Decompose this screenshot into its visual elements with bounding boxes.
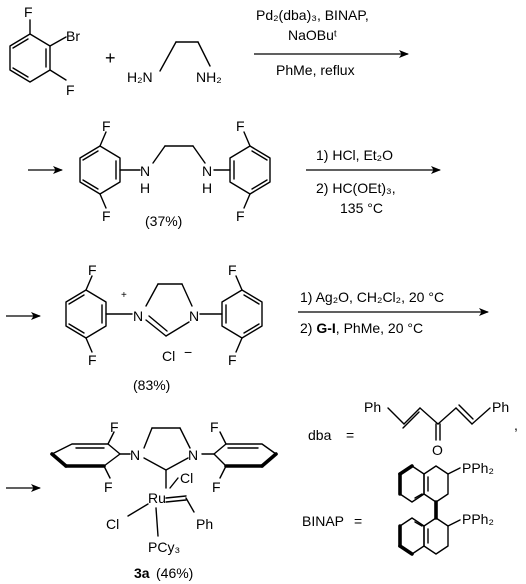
svg-text:PPh₂: PPh₂ xyxy=(462,460,494,476)
plus-sign: + xyxy=(105,48,116,68)
svg-text:H: H xyxy=(140,180,150,196)
svg-text:1) Ag₂O, CH₂Cl₂, 20 °C: 1) Ag₂O, CH₂Cl₂, 20 °C xyxy=(300,289,444,305)
fluorine-label: F xyxy=(24,4,33,20)
svg-text:F: F xyxy=(102,208,111,224)
svg-text:F: F xyxy=(88,262,97,278)
svg-text:Pd₂(dba)₃, BINAP,: Pd₂(dba)₃, BINAP, xyxy=(256,7,369,23)
svg-text:F: F xyxy=(228,262,237,278)
svg-text:dba: dba xyxy=(308,427,332,443)
bromine-label: Br xyxy=(66,28,80,44)
bromodifluorobenzene: F Br F xyxy=(9,4,80,98)
svg-text:+: + xyxy=(121,290,127,301)
svg-text:N: N xyxy=(130,447,140,463)
dba-definition: dba = Ph O Ph , xyxy=(308,399,518,458)
svg-text:1) HCl, Et₂O: 1) HCl, Et₂O xyxy=(316,147,393,163)
svg-text:F: F xyxy=(210,419,219,435)
svg-text:F: F xyxy=(104,479,113,495)
svg-text:F: F xyxy=(236,118,245,134)
svg-text:2) G-I, PhMe, 20 °C: 2) G-I, PhMe, 20 °C xyxy=(300,320,423,336)
svg-text:PCy₃: PCy₃ xyxy=(148,539,180,555)
svg-text:O: O xyxy=(432,442,443,458)
svg-text:N: N xyxy=(133,308,143,324)
svg-text:F: F xyxy=(228,352,237,368)
yield-label: (83%) xyxy=(133,377,170,393)
svg-text:2) HC(OEt)₃,: 2) HC(OEt)₃, xyxy=(316,180,396,196)
ruthenium-complex-3a: F F N N F F Ru Cl Ph Cl PCy₃ xyxy=(50,419,278,555)
svg-text:PPh₂: PPh₂ xyxy=(462,511,494,527)
amine-label: H₂N xyxy=(127,69,153,85)
svg-text:N: N xyxy=(188,447,198,463)
svg-text:PhMe, reflux: PhMe, reflux xyxy=(276,62,355,78)
svg-text:Ph: Ph xyxy=(492,399,509,415)
step3-conditions: 1) Ag₂O, CH₂Cl₂, 20 °C 2) G-I, PhMe, 20 … xyxy=(298,289,489,336)
binap-definition: BINAP = PPh₂ PPh₂ xyxy=(302,460,494,556)
svg-text:,: , xyxy=(514,417,518,433)
svg-text:Cl: Cl xyxy=(180,470,193,486)
amine-label: NH₂ xyxy=(196,69,222,85)
imidazolinium-salt: F F N + N F F Cl − xyxy=(65,262,263,368)
step1-conditions: Pd₂(dba)₃, BINAP, NaOBuᵗ PhMe, reflux xyxy=(254,7,409,78)
svg-text:3a: 3a xyxy=(134,565,150,581)
svg-text:BINAP: BINAP xyxy=(302,513,344,529)
svg-text:(46%): (46%) xyxy=(156,565,193,581)
svg-text:−: − xyxy=(184,344,192,360)
svg-text:F: F xyxy=(88,352,97,368)
svg-text:=: = xyxy=(346,427,354,443)
svg-text:F: F xyxy=(110,419,119,435)
svg-text:Ph: Ph xyxy=(364,399,381,415)
svg-text:F: F xyxy=(236,208,245,224)
svg-text:F: F xyxy=(212,479,221,495)
svg-text:Ru: Ru xyxy=(148,490,166,506)
svg-text:=: = xyxy=(354,513,362,529)
svg-text:N: N xyxy=(202,163,212,179)
svg-text:H: H xyxy=(202,180,212,196)
svg-text:N: N xyxy=(140,163,150,179)
svg-text:135 °C: 135 °C xyxy=(340,200,383,216)
svg-text:NaOBuᵗ: NaOBuᵗ xyxy=(288,27,337,43)
yield-label: (37%) xyxy=(145,213,182,229)
compound-label: 3a (46%) xyxy=(134,565,193,581)
diamine-product: F F N H N H F F xyxy=(79,118,271,224)
fluorine-label: F xyxy=(66,82,75,98)
svg-text:Cl: Cl xyxy=(106,516,119,532)
step2-conditions: 1) HCl, Et₂O 2) HC(OEt)₃, 135 °C xyxy=(306,147,441,216)
svg-text:Ph: Ph xyxy=(196,516,213,532)
svg-text:F: F xyxy=(102,118,111,134)
svg-text:N: N xyxy=(189,308,199,324)
svg-text:Cl: Cl xyxy=(162,348,175,364)
ethylenediamine: H₂N NH₂ xyxy=(127,41,222,85)
